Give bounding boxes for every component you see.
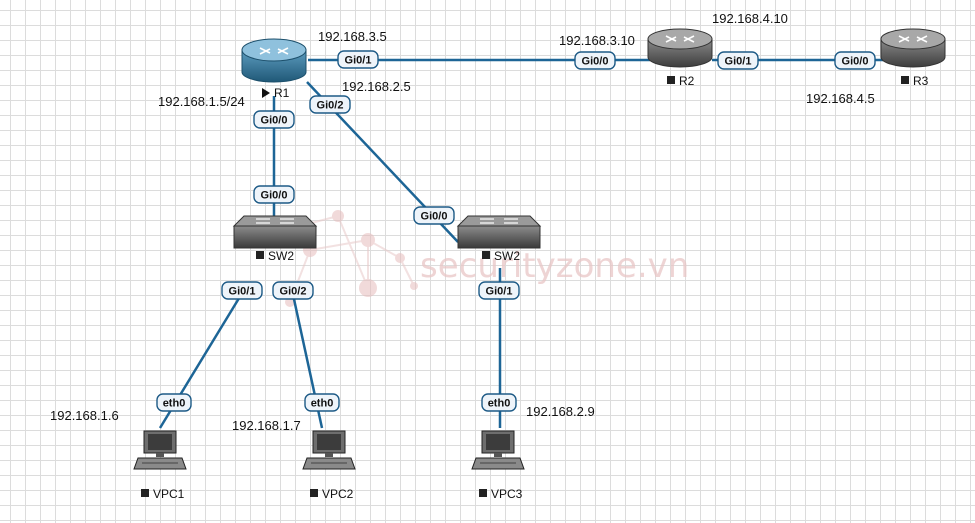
port-swl-gi01: Gi0/1 [221,281,263,300]
vpc1-name: VPC1 [153,487,185,501]
status-square-icon [479,489,487,497]
ip-r3-gi00: 192.168.4.5 [806,91,875,106]
svg-text:Gi0/1: Gi0/1 [486,286,513,298]
port-r2-gi01: Gi0/1 [717,51,759,70]
port-swl-gi00: Gi0/0 [253,185,295,204]
ip-vpc1: 192.168.1.6 [50,408,119,423]
ip-vpc3: 192.168.2.9 [526,404,595,419]
router-r1-label: R1 [262,86,290,100]
router-r3-label: R3 [901,74,929,88]
ip-vpc2: 192.168.1.7 [232,418,301,433]
switch-left-name: SW2 [268,249,294,263]
vpc1-label: VPC1 [141,487,185,501]
vpc3-name: VPC3 [491,487,523,501]
svg-text:Gi0/1: Gi0/1 [725,56,752,68]
svg-text:Gi0/2: Gi0/2 [280,286,307,298]
status-square-icon [482,251,490,259]
svg-text:Gi0/0: Gi0/0 [842,56,869,68]
port-r1-gi00: Gi0/0 [253,110,295,129]
switch-right[interactable] [456,215,542,249]
status-square-icon [256,251,264,259]
status-square-icon [310,489,318,497]
switch-right-label: SW2 [482,249,520,263]
router-r2[interactable] [647,28,713,68]
switch-left-label: SW2 [256,249,294,263]
router-r3-name: R3 [913,74,929,88]
port-r1-gi01: Gi0/1 [337,50,379,69]
watermark-graphic [285,210,418,307]
port-vpc3-eth0: eth0 [481,393,517,412]
switch-right-name: SW2 [494,249,520,263]
svg-text:Gi0/0: Gi0/0 [421,211,448,223]
svg-text:Gi0/1: Gi0/1 [345,55,372,67]
watermark-text: securityzone.vn [420,246,689,286]
port-r3-gi00: Gi0/0 [834,51,876,70]
play-icon [262,88,270,98]
status-square-icon [141,489,149,497]
router-r3[interactable] [880,28,946,68]
port-vpc1-eth0: eth0 [156,393,192,412]
svg-text:Gi0/0: Gi0/0 [261,190,288,202]
svg-text:Gi0/0: Gi0/0 [261,115,288,127]
svg-text:Gi0/0: Gi0/0 [582,56,609,68]
vpc3[interactable] [471,430,525,470]
vpc1[interactable] [133,430,187,470]
port-r1-gi02: Gi0/2 [309,95,351,114]
ip-r1-gi02: 192.168.2.5 [342,79,411,94]
ip-r1-gi00: 192.168.1.5/24 [158,94,245,109]
svg-text:Gi0/2: Gi0/2 [317,100,344,112]
vpc2[interactable] [302,430,356,470]
svg-text:eth0: eth0 [311,398,334,410]
vpc2-name: VPC2 [322,487,354,501]
svg-text:eth0: eth0 [163,398,186,410]
port-swr-gi00: Gi0/0 [413,206,455,225]
ip-r2-gi01: 192.168.4.10 [712,11,788,26]
vpc3-label: VPC3 [479,487,523,501]
ip-r2-gi00: 192.168.3.10 [559,33,635,48]
switch-left[interactable] [232,215,318,249]
router-r2-name: R2 [679,74,695,88]
vpc2-label: VPC2 [310,487,354,501]
router-r1[interactable] [241,38,307,83]
router-r2-label: R2 [667,74,695,88]
port-swl-gi02: Gi0/2 [272,281,314,300]
port-vpc2-eth0: eth0 [304,393,340,412]
svg-text:Gi0/1: Gi0/1 [229,286,256,298]
svg-text:eth0: eth0 [488,398,511,410]
status-square-icon [901,76,909,84]
port-swr-gi01: Gi0/1 [478,281,520,300]
port-r2-gi00: Gi0/0 [574,51,616,70]
router-r1-name: R1 [274,86,290,100]
ip-r1-gi01: 192.168.3.5 [318,29,387,44]
status-square-icon [667,76,675,84]
